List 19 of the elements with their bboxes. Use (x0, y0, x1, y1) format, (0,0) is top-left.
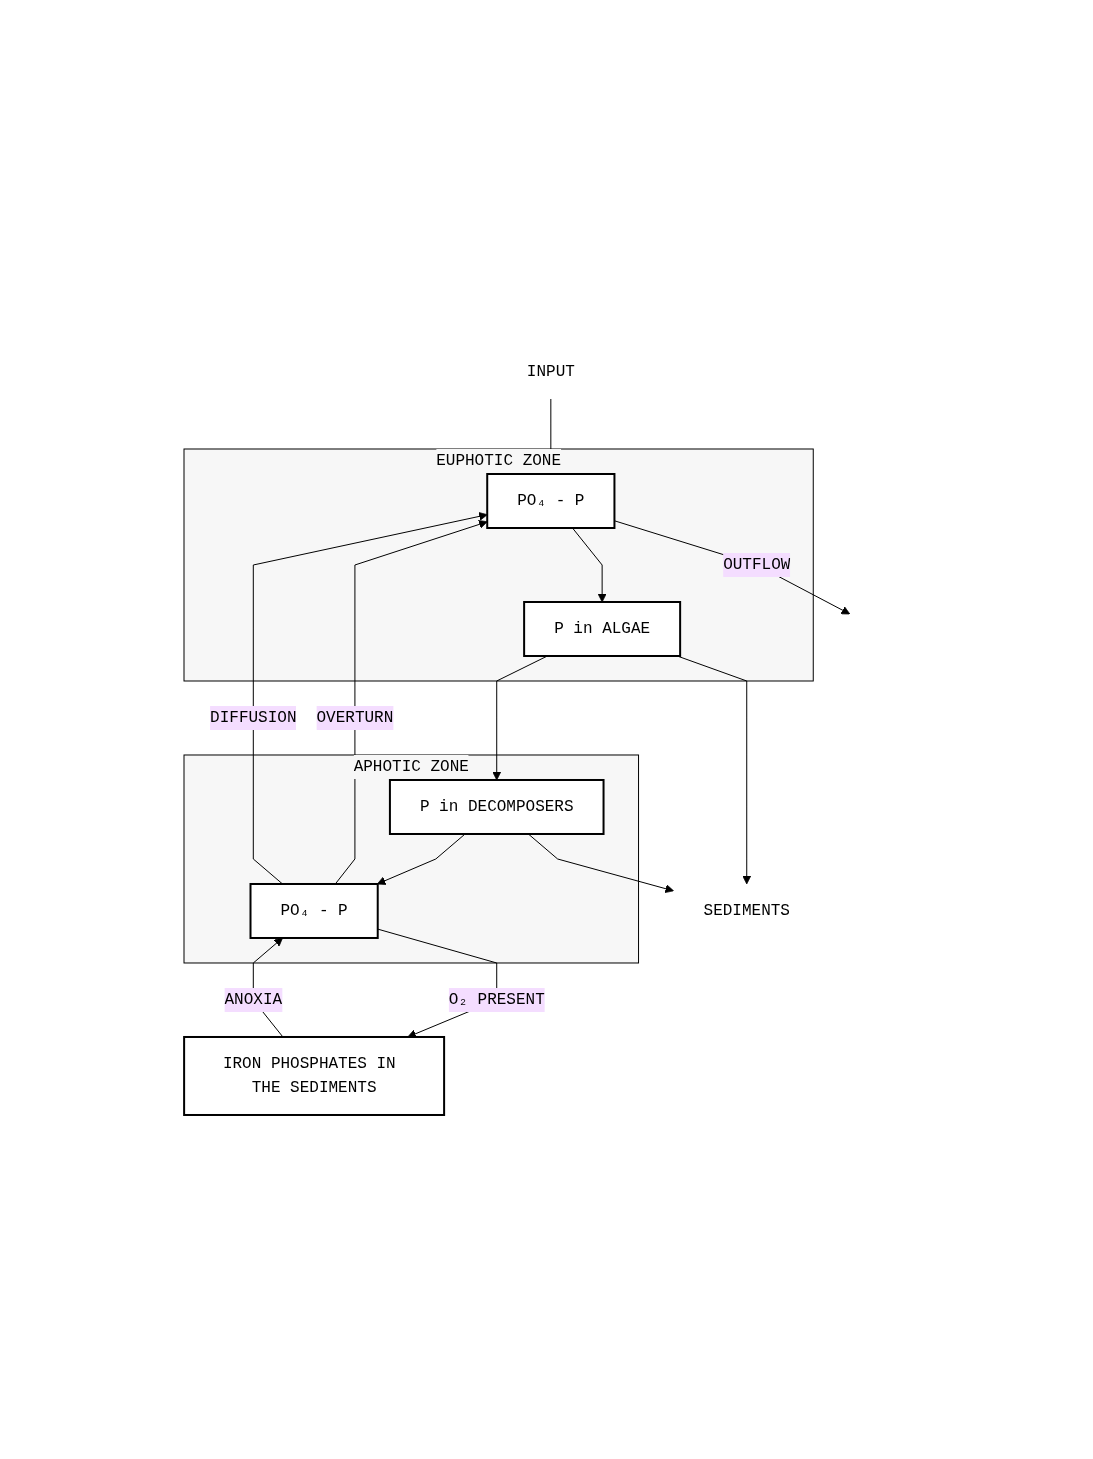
edge-label: ANOXIA (224, 990, 283, 1009)
node-text: SEDIMENTS (703, 901, 791, 920)
node-text: INPUT (527, 362, 576, 381)
arrow (572, 527, 607, 602)
edge-label: O₂ PRESENT (449, 990, 546, 1009)
edge-label: OVERTURN (316, 708, 394, 727)
arrow (614, 519, 851, 614)
node-box: IRON PHOSPHATES IN THE SEDIMENTS (183, 1035, 446, 1116)
node-box: PO₄ - P (249, 882, 380, 939)
arrow (253, 511, 488, 884)
edge-label: DIFFUSION (210, 708, 297, 727)
edge-label: OUTFLOW (723, 555, 791, 574)
node-box: P in DECOMPOSERS (389, 778, 605, 835)
arrow (528, 833, 675, 893)
arrow (335, 519, 488, 884)
arrow (677, 655, 752, 884)
node-box: PO₄ - P (486, 472, 616, 529)
node-box: P in ALGAE (523, 600, 682, 657)
arrow (377, 833, 466, 885)
